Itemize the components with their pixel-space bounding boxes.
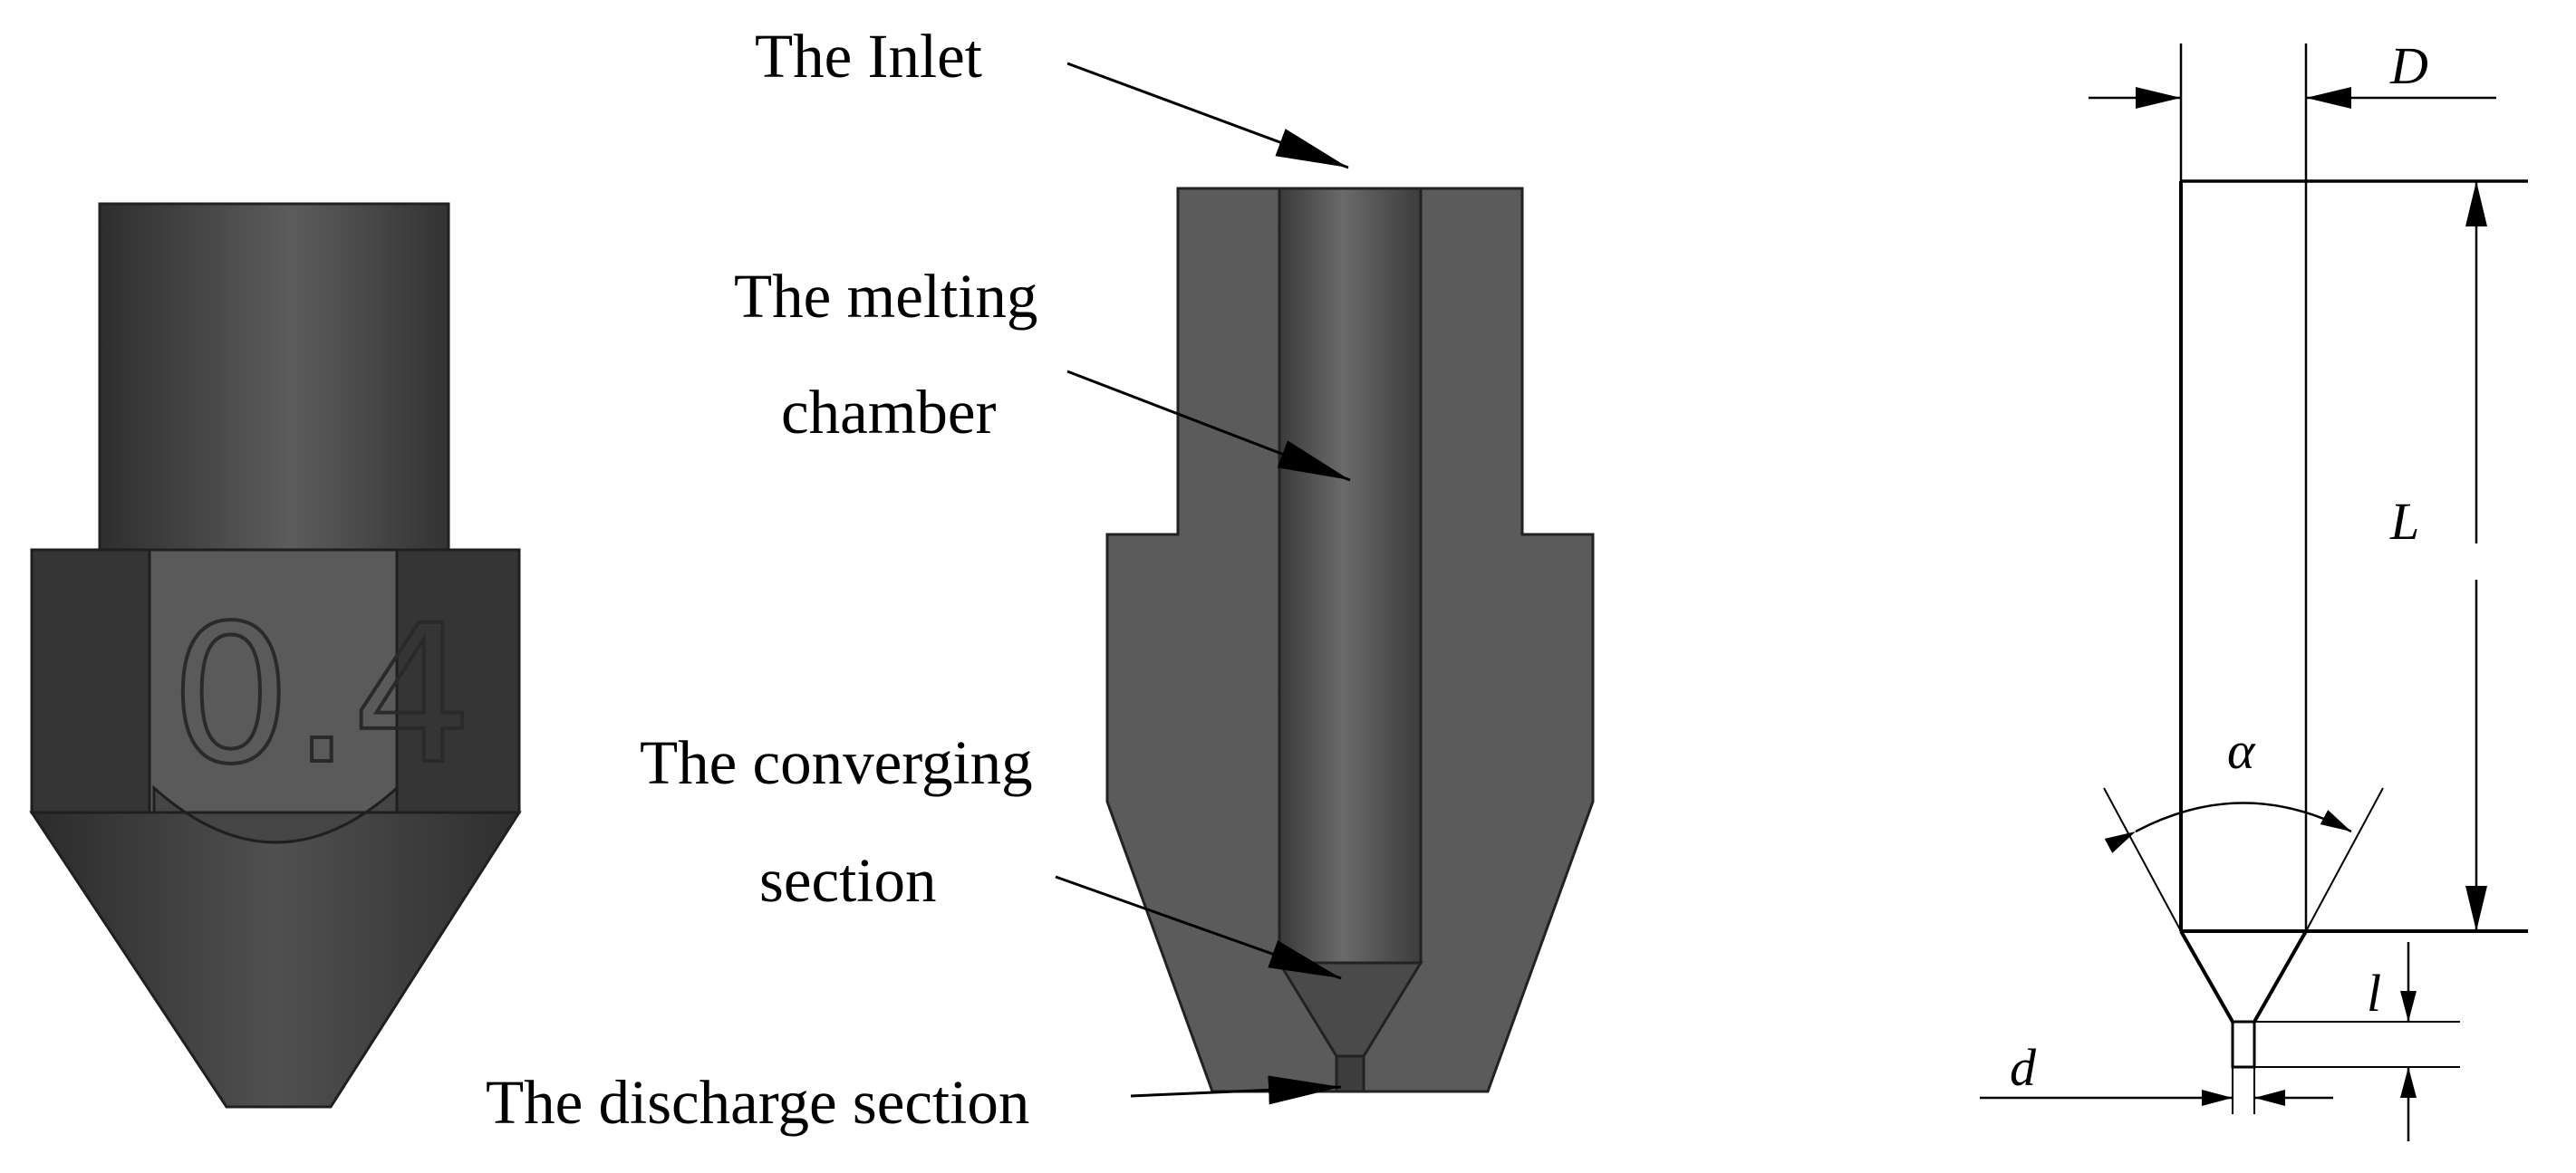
label-melting-line2: chamber	[781, 378, 997, 447]
cone-right-edge	[2253, 930, 2308, 1023]
symbol-cone-angle: α	[2227, 721, 2256, 780]
label-converging-line2: section	[759, 846, 936, 915]
nozzle-cone	[29, 811, 522, 1109]
nozzle-size-marking: 0.4	[170, 584, 473, 806]
nozzle-dimension-view	[1980, 43, 2528, 1141]
nozzle-hex-left-face	[30, 548, 156, 814]
section-bore-discharge	[1335, 1054, 1365, 1093]
label-discharge: The discharge section	[486, 1068, 1029, 1137]
symbol-outlet-diameter: d	[2010, 1038, 2037, 1097]
cone-left-edge	[2179, 930, 2234, 1023]
leader-melting	[1066, 370, 1351, 482]
nozzle-hex-front-face	[148, 548, 403, 814]
leader-converging	[1055, 875, 1342, 980]
leader-discharge	[1130, 1075, 1342, 1105]
label-converging-line1: The converging	[640, 728, 1033, 797]
nozzle-cylinder	[98, 202, 450, 554]
symbol-inlet-diameter: D	[2389, 36, 2428, 95]
nozzle-hex-right-face	[395, 548, 521, 814]
angle-arc	[2104, 802, 2352, 853]
angle-line-right	[2305, 787, 2384, 932]
angle-line-left	[2103, 787, 2182, 932]
label-inlet: The Inlet	[755, 22, 982, 91]
nozzle-hex-chamfer-curve	[152, 784, 399, 844]
leader-inlet	[1066, 62, 1349, 169]
nozzle-3d-view: 0.4	[29, 202, 522, 1109]
section-bore-chamber	[1278, 187, 1423, 965]
nozzle-section-view: The Inlet The melting chamber The conver…	[486, 22, 1595, 1137]
symbol-outlet-length: l	[2367, 964, 2381, 1023]
symbol-chamber-length: L	[2389, 492, 2419, 551]
outlet-tube	[2231, 1020, 2256, 1069]
dimension-symbols: D L α l d	[2010, 36, 2428, 1097]
label-melting-line1: The melting	[734, 262, 1037, 331]
